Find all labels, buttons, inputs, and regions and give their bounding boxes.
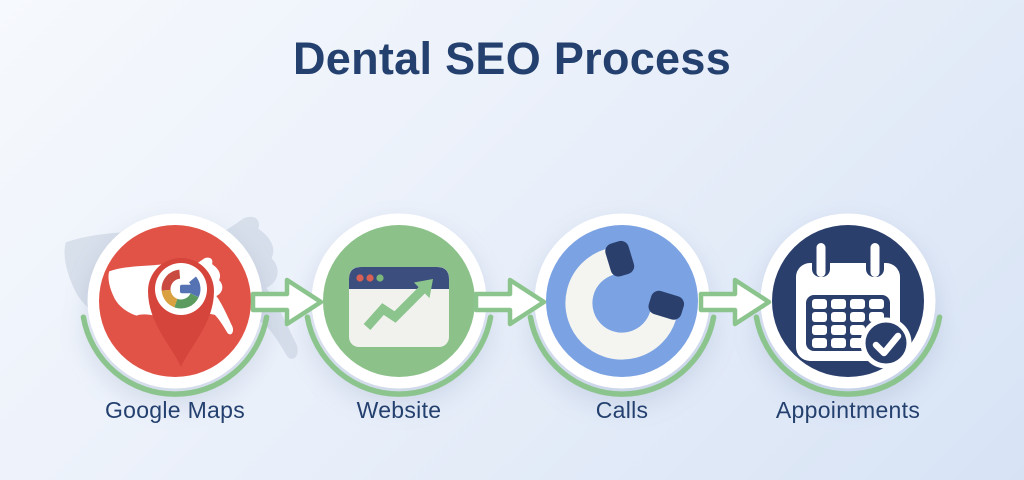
google-maps-pin-icon — [108, 257, 234, 367]
browser-growth-chart-icon — [349, 267, 449, 347]
arrow-right-icon — [470, 270, 550, 334]
step-website — [299, 201, 499, 401]
calendar-grid — [812, 299, 884, 348]
trend-arrow-icon — [363, 279, 433, 330]
step-label-google-maps: Google Maps — [104, 397, 246, 423]
arrow-right-icon — [695, 270, 775, 334]
step-calls — [522, 201, 722, 401]
step-label-calls: Calls — [595, 397, 649, 423]
browser-dot-icon — [376, 274, 384, 282]
step-appointments — [748, 201, 948, 401]
phone-handset-icon — [565, 240, 685, 360]
check-badge-icon — [860, 317, 912, 369]
step-label-website: Website — [356, 397, 442, 423]
step-google-maps — [75, 201, 275, 401]
arrow-right-icon — [247, 270, 327, 334]
calendar-icon — [796, 243, 912, 369]
browser-dot-icon — [366, 274, 374, 282]
page-title: Dental SEO Process — [292, 33, 732, 84]
browser-dot-icon — [356, 274, 364, 282]
step-label-appointments: Appointments — [775, 397, 921, 423]
